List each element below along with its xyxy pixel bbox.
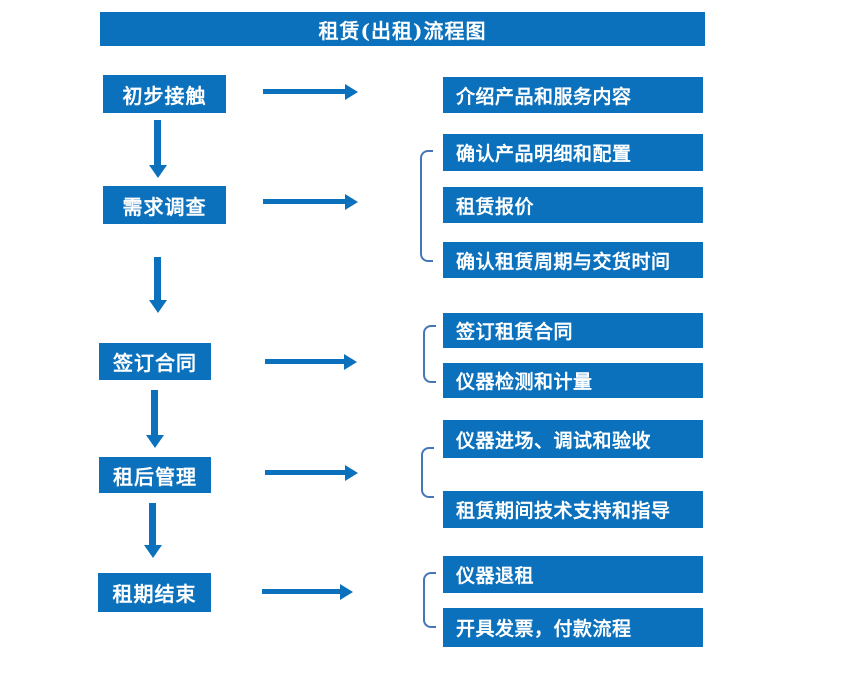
stage-box-initial-contact: 初步接触 <box>103 75 226 113</box>
flowchart-title: 租赁(出租)流程图 <box>100 12 705 46</box>
stage-box-demand-survey: 需求调查 <box>103 186 226 224</box>
arrow-right-4-icon <box>265 470 345 475</box>
detail-box-instrument-return: 仪器退租 <box>443 556 703 593</box>
group-bracket-post-rental <box>421 447 434 498</box>
detail-box-confirm-period-delivery: 确认租赁周期与交货时间 <box>443 242 703 278</box>
detail-box-tech-support: 租赁期间技术支持和指导 <box>443 491 703 528</box>
stage-box-rental-end: 租期结束 <box>98 573 211 612</box>
group-bracket-sign-contract <box>423 325 436 383</box>
arrow-right-3-icon <box>265 359 344 364</box>
detail-box-instrument-setup-acceptance: 仪器进场、调试和验收 <box>443 420 703 458</box>
stage-box-sign-contract: 签订合同 <box>99 343 211 380</box>
arrow-down-1-icon <box>154 120 161 165</box>
arrow-down-2-icon <box>154 257 161 300</box>
detail-box-instrument-inspection: 仪器检测和计量 <box>443 363 703 398</box>
arrow-right-2-icon <box>263 199 345 204</box>
arrow-right-5-icon <box>262 589 340 594</box>
stage-box-post-rental-management: 租后管理 <box>99 457 211 493</box>
detail-box-rental-quotation: 租赁报价 <box>443 187 703 223</box>
group-bracket-demand-survey <box>420 150 433 262</box>
arrow-down-4-icon <box>149 503 156 545</box>
detail-box-introduce-products: 介绍产品和服务内容 <box>443 77 703 113</box>
arrow-right-1-icon <box>263 89 345 94</box>
detail-box-sign-rental-contract: 签订租赁合同 <box>443 313 703 348</box>
detail-box-invoice-payment: 开具发票，付款流程 <box>443 608 703 647</box>
detail-box-confirm-product-config: 确认产品明细和配置 <box>443 134 703 171</box>
group-bracket-rental-end <box>423 572 436 628</box>
arrow-down-3-icon <box>151 390 158 435</box>
